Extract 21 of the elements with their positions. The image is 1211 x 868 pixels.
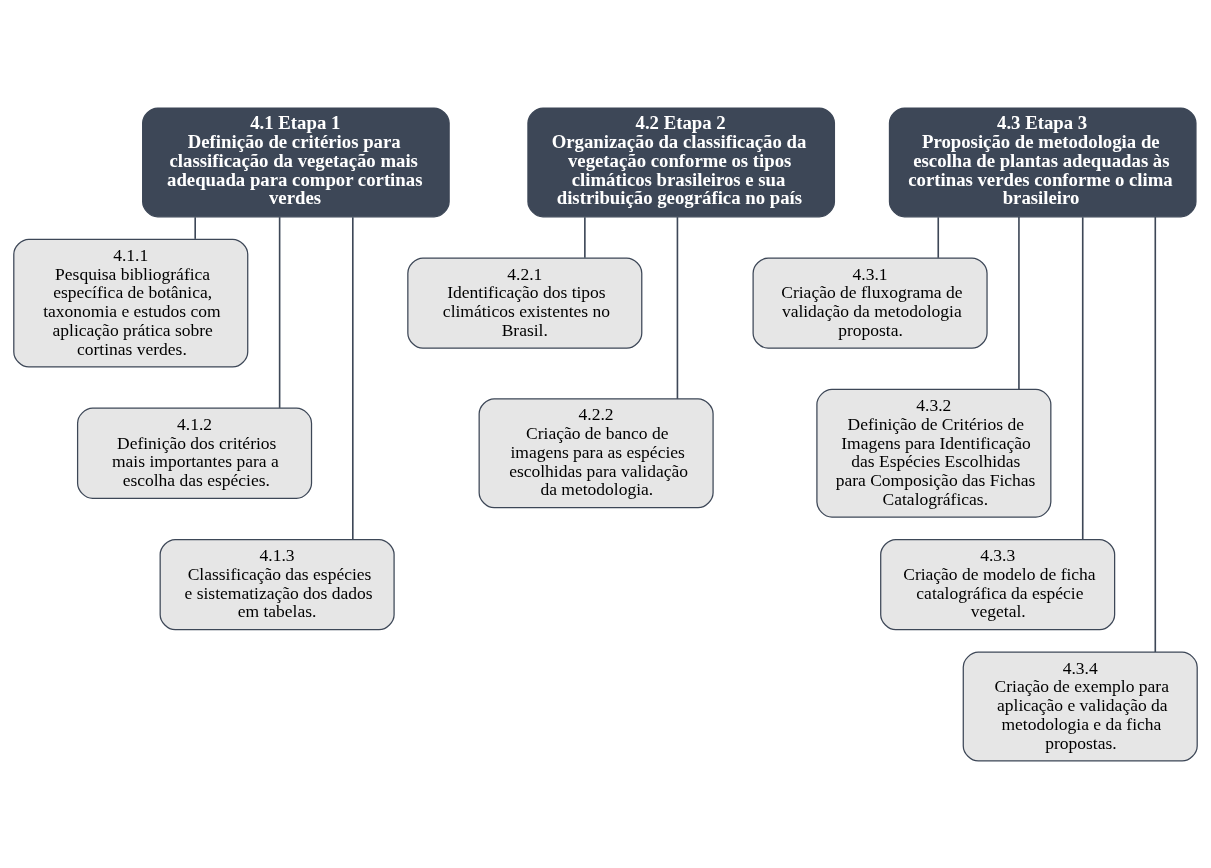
node-box: 4.2.1 Identificação dos tipos climáticos existentes no Brasil. xyxy=(407,257,643,349)
connector xyxy=(1154,215,1157,653)
connector xyxy=(278,215,281,409)
node-box: 4.1.1 Pesquisa bibliográfica específica de botânica, taxonomia e estudos com aplicação prática sobre cortinas verdes. xyxy=(13,238,249,368)
connector xyxy=(937,215,940,259)
node-box: 4.1.2 Definição dos critérios mais importantes para a escolha das espécies. xyxy=(76,407,313,499)
connector xyxy=(1018,215,1020,390)
node-box: 4.3.3 Criação de modelo de ficha catalográfica da espécie vegetal. xyxy=(880,538,1116,630)
connector xyxy=(1081,215,1084,540)
node-box: 4.3 Etapa 3 Proposição de metodologia de escolha de plantas adequadas às cortinas verdes conforme o clima brasileiro xyxy=(888,106,1197,217)
node-box: 4.3.1 Criação de fluxograma de validação da metodologia proposta. xyxy=(752,257,988,349)
connector xyxy=(676,215,679,400)
connector xyxy=(584,215,586,259)
node-box: 4.3.2 Definição de Critérios de Imagens para Identificação das Espécies Escolhidas para Composição das Fichas Catalográficas. xyxy=(816,388,1052,518)
node-box: 4.1 Etapa 1 Definição de critérios para classificação da vegetação mais adequada para compor cortinas verdes xyxy=(142,106,450,217)
node-box: 4.3.4 Criação de exemplo para aplicação e validação da metodologia e da ficha propostas. xyxy=(962,651,1198,762)
node-box: 4.2 Etapa 2 Organização da classificação da vegetação conforme os tipos climáticos brasileiros e sua distribuição geográfica no país xyxy=(527,106,836,217)
connector xyxy=(352,215,354,540)
node-box: 4.2.2 Criação de banco de imagens para as espécies escolhidas para validação da metodologia. xyxy=(478,397,714,508)
node-box: 4.1.3 Classificação das espécies e sistematização dos dados em tabelas. xyxy=(159,538,395,630)
connector xyxy=(194,215,196,240)
